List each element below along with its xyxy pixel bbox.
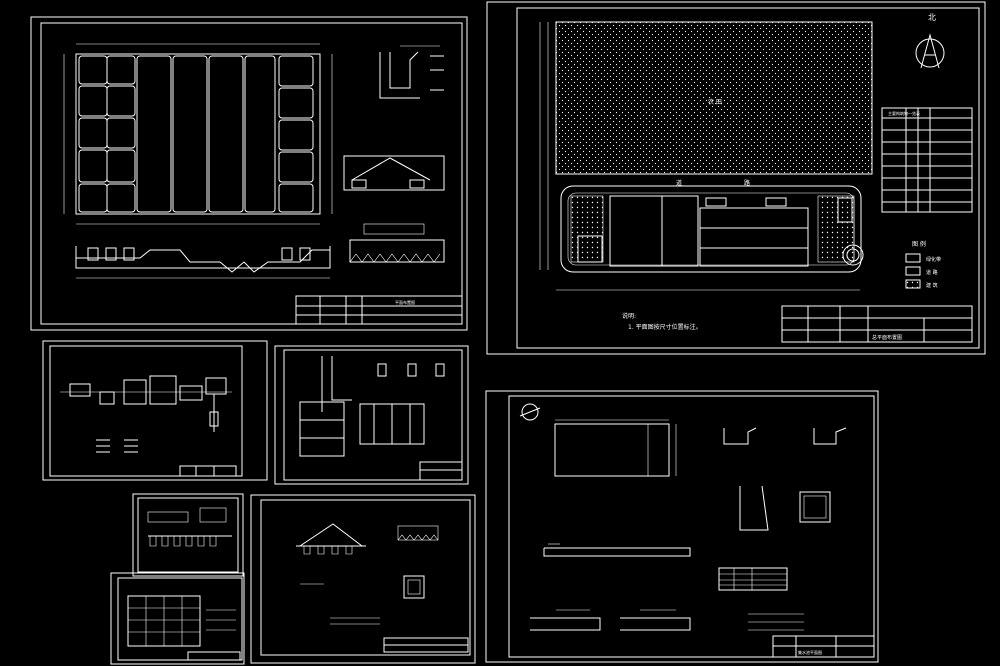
wall-detail: [379, 45, 444, 99]
legend-item-2: 建 筑: [926, 282, 938, 289]
legend-title: 图 例: [912, 240, 926, 248]
notes-title: 说明:: [622, 312, 636, 320]
field-area: [555, 21, 873, 175]
section-1-1: [343, 155, 445, 191]
legend-box: [905, 253, 921, 289]
road-label-left: 道: [676, 179, 682, 187]
plan-cells-right: [278, 55, 314, 213]
field-label: 农 田: [708, 98, 722, 106]
plan-channels-middle: [136, 55, 276, 213]
sheet-process-flow: [42, 340, 268, 481]
road-label-right: 路: [744, 179, 750, 187]
plan-cells-left: [78, 55, 136, 213]
title-block-top-left: [295, 295, 463, 325]
hatch-detail: [349, 223, 445, 263]
legend-item-0: 绿化带: [926, 256, 941, 263]
sheet-top-left: [30, 16, 468, 331]
section-profile: [75, 246, 331, 279]
north-label: 北: [928, 13, 936, 22]
legend-item-1: 道 路: [926, 269, 938, 276]
title-top-left: 平面布置图: [395, 299, 415, 305]
north-arrow[interactable]: [915, 33, 945, 69]
sheet-bottom-right: [485, 390, 879, 663]
title-bottom-right: 集水池平面图: [798, 649, 822, 655]
sheet-bottom-middle: [250, 494, 476, 664]
site-buildings: [577, 195, 864, 267]
title-top-right: 总平面布置图: [872, 334, 902, 341]
sheet-top-right: [486, 1, 986, 355]
sheet-lower-left: [132, 493, 244, 577]
title-block-top-right: [781, 305, 973, 343]
notes-line: 1. 平面图按尺寸位置标注。: [628, 323, 702, 331]
sheet-detail-middle: [274, 345, 469, 485]
sheet-bottom-left: [110, 572, 245, 665]
structures-table: [881, 107, 973, 213]
table-title: 主要构筑物一览表: [888, 110, 920, 116]
